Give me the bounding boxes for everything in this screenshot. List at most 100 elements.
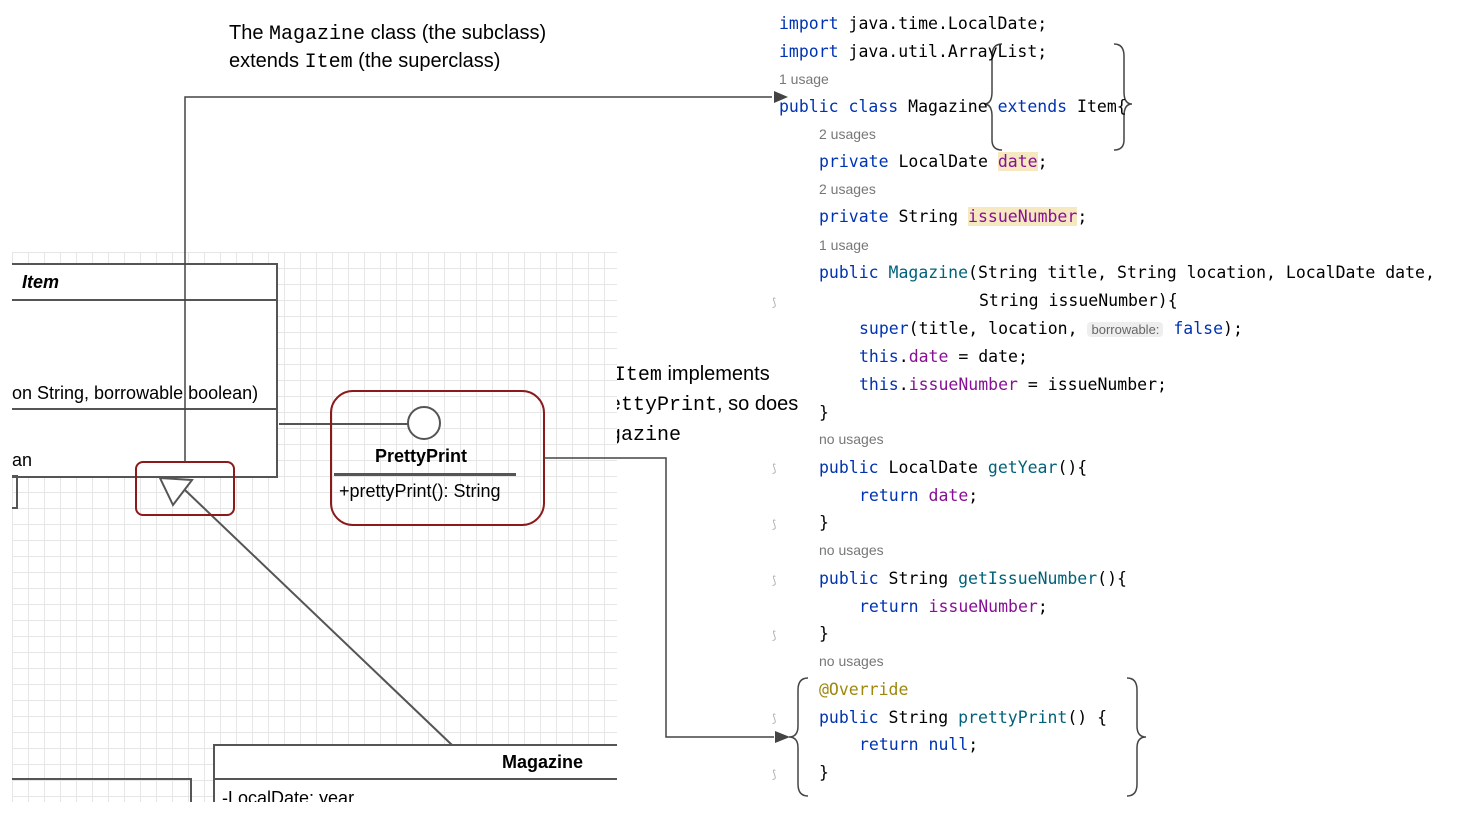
code-text: LocalDate xyxy=(878,458,988,477)
interface-lollipop-icon xyxy=(407,406,441,440)
code-line-super: super(title, location, borrowable: false… xyxy=(859,319,1243,340)
partial-shape xyxy=(12,475,18,509)
usage-hint[interactable]: no usages xyxy=(819,542,884,558)
code-keyword: super xyxy=(859,319,909,338)
code-text: (title, location, xyxy=(908,319,1088,338)
code-field: date xyxy=(928,486,969,505)
magazine-class-name: Magazine xyxy=(502,752,584,772)
code-line-getissue: public String getIssueNumber(){ xyxy=(819,569,1127,589)
fold-marker-icon[interactable]: ⟆ xyxy=(772,297,777,309)
fold-marker-icon[interactable]: ⟆ xyxy=(772,630,777,642)
interface-connector-line xyxy=(544,457,774,738)
item-class-box xyxy=(12,263,278,478)
code-keyword: public xyxy=(819,458,879,477)
code-keyword: public xyxy=(819,708,879,727)
inheritance-arrowhead-icon xyxy=(158,476,194,507)
usage-hint[interactable]: no usages xyxy=(819,431,884,447)
item-constructor: on String, borrowable boolean) xyxy=(12,383,259,403)
code-text: (){ xyxy=(1097,569,1127,588)
inheritance-line xyxy=(184,489,453,746)
annotation-text: class (the subclass) xyxy=(365,22,547,44)
subclass-connector-arrowhead-icon xyxy=(774,91,788,103)
subclass-annotation-line1: The Magazine class (the subclass) xyxy=(229,20,546,48)
annotation-text: , so does xyxy=(717,393,799,415)
code-text: Item{ xyxy=(1067,97,1127,116)
code-keyword: extends xyxy=(997,97,1068,116)
code-keyword: import xyxy=(779,42,839,61)
usage-hint[interactable]: 1 usage xyxy=(819,237,869,253)
code-line-close: } xyxy=(819,624,829,643)
code-keyword: public xyxy=(779,97,839,116)
code-text: String xyxy=(878,569,959,588)
fold-marker-icon[interactable]: ⟆ xyxy=(772,769,777,781)
usage-hint[interactable]: 2 usages xyxy=(819,181,876,197)
code-line-this-issue: this.issueNumber = issueNumber; xyxy=(859,375,1167,395)
interface-name: PrettyPrint xyxy=(375,446,468,466)
annotation-text: implements xyxy=(661,363,770,385)
code-line-ctor2: String issueNumber){ xyxy=(979,291,1178,310)
code-text: String xyxy=(878,708,959,727)
usage-hint[interactable]: 1 usage xyxy=(779,71,829,87)
code-text: ; xyxy=(1037,152,1048,171)
right-brace-icon xyxy=(1126,677,1147,797)
code-text: LocalDate xyxy=(888,152,998,171)
code-text: (){ xyxy=(1057,458,1088,477)
subclass-connector-line xyxy=(184,96,772,462)
code-line-field-date: private LocalDate date; xyxy=(819,152,1048,172)
magazine-class-box xyxy=(213,744,617,802)
code-method: prettyPrint xyxy=(958,708,1068,727)
code-text: = date; xyxy=(948,347,1028,366)
left-brace-icon xyxy=(788,677,809,797)
code-text: () { xyxy=(1067,708,1108,727)
code-text: . xyxy=(898,375,909,394)
partial-class-border xyxy=(12,778,192,780)
subclass-annotation-line2: extends Item (the superclass) xyxy=(229,48,546,76)
code-text: ; xyxy=(1077,207,1088,226)
magazine-field: -LocalDate: year xyxy=(222,788,355,802)
interface-highlight-box xyxy=(330,390,545,526)
code-line-this-date: this.date = date; xyxy=(859,347,1028,367)
code-keyword: private xyxy=(819,207,889,226)
annotation-code: Magazine xyxy=(269,23,366,46)
code-line-class-decl: public class Magazine extends Item{ xyxy=(779,97,1127,117)
code-method: Magazine xyxy=(888,263,969,282)
code-line-override: @Override xyxy=(819,680,909,699)
code-keyword: class xyxy=(848,97,899,116)
code-keyword: this xyxy=(859,347,899,366)
code-field: issueNumber xyxy=(968,207,1078,226)
fold-marker-icon[interactable]: ⟆ xyxy=(772,463,777,475)
code-line-return: return issueNumber; xyxy=(859,597,1048,617)
code-text: (String title, String location, LocalDat… xyxy=(968,263,1435,282)
item-method: an xyxy=(12,450,33,470)
subclass-annotation: The Magazine class (the subclass) extend… xyxy=(229,20,546,76)
implements-annotation-line2: PrettyPrint, so does xyxy=(585,390,798,420)
code-text: String xyxy=(888,207,969,226)
fold-marker-icon[interactable]: ⟆ xyxy=(772,713,777,725)
annotation-text: extends xyxy=(229,50,305,72)
usage-hint[interactable]: 2 usages xyxy=(819,126,876,142)
code-line-ctor1: public Magazine(String title, String loc… xyxy=(819,263,1435,283)
code-text: Magazine xyxy=(898,97,998,116)
code-keyword: null xyxy=(928,735,969,754)
code-text: java.util.ArrayList; xyxy=(838,42,1048,61)
interface-method: +prettyPrint(): String xyxy=(339,481,501,501)
usage-hint[interactable]: no usages xyxy=(819,653,884,669)
fold-marker-icon[interactable]: ⟆ xyxy=(772,575,777,587)
code-keyword: this xyxy=(859,375,899,394)
code-line-close: } xyxy=(819,403,829,422)
parameter-hint: borrowable: xyxy=(1087,322,1164,337)
annotation-code: Item xyxy=(304,51,353,74)
code-keyword: private xyxy=(819,152,889,171)
item-class-divider xyxy=(12,299,278,301)
annotation-text: (the superclass) xyxy=(352,50,501,72)
code-line-import1: import java.time.LocalDate; xyxy=(779,14,1047,34)
code-field: issueNumber xyxy=(928,597,1038,616)
code-text: java.time.LocalDate; xyxy=(838,14,1048,33)
code-keyword: import xyxy=(779,14,839,33)
code-text: ; xyxy=(968,735,979,754)
fold-marker-icon[interactable]: ⟆ xyxy=(772,519,777,531)
code-text: ; xyxy=(968,486,979,505)
code-field: date xyxy=(908,347,949,366)
code-field: issueNumber xyxy=(908,375,1018,394)
